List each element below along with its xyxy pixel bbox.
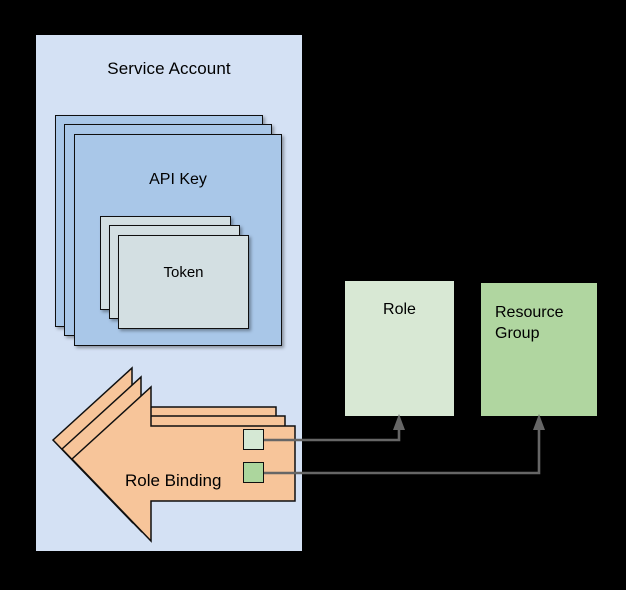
- resource-group-port-swatch[interactable]: [243, 462, 264, 483]
- role-box[interactable]: Role: [345, 281, 454, 416]
- role-binding-stack[interactable]: Role Binding: [44, 362, 296, 543]
- api-key-label: API Key: [149, 171, 207, 188]
- token-label: Token: [163, 264, 204, 281]
- token-card-front[interactable]: Token: [118, 235, 249, 329]
- role-port-swatch[interactable]: [243, 429, 264, 450]
- resource-group-box[interactable]: Resource Group: [481, 283, 597, 416]
- resource-group-label-line1: Resource: [495, 304, 564, 321]
- service-account-label: Service Account: [107, 59, 231, 78]
- role-binding-shape-front[interactable]: [63, 381, 313, 561]
- role-label: Role: [383, 301, 416, 318]
- arrowhead-role: [393, 414, 405, 430]
- arrowhead-resource-group: [533, 414, 545, 430]
- resource-group-label: Resource Group: [495, 302, 591, 344]
- token-stack[interactable]: Token: [100, 216, 256, 336]
- resource-group-label-line2: Group: [495, 325, 540, 342]
